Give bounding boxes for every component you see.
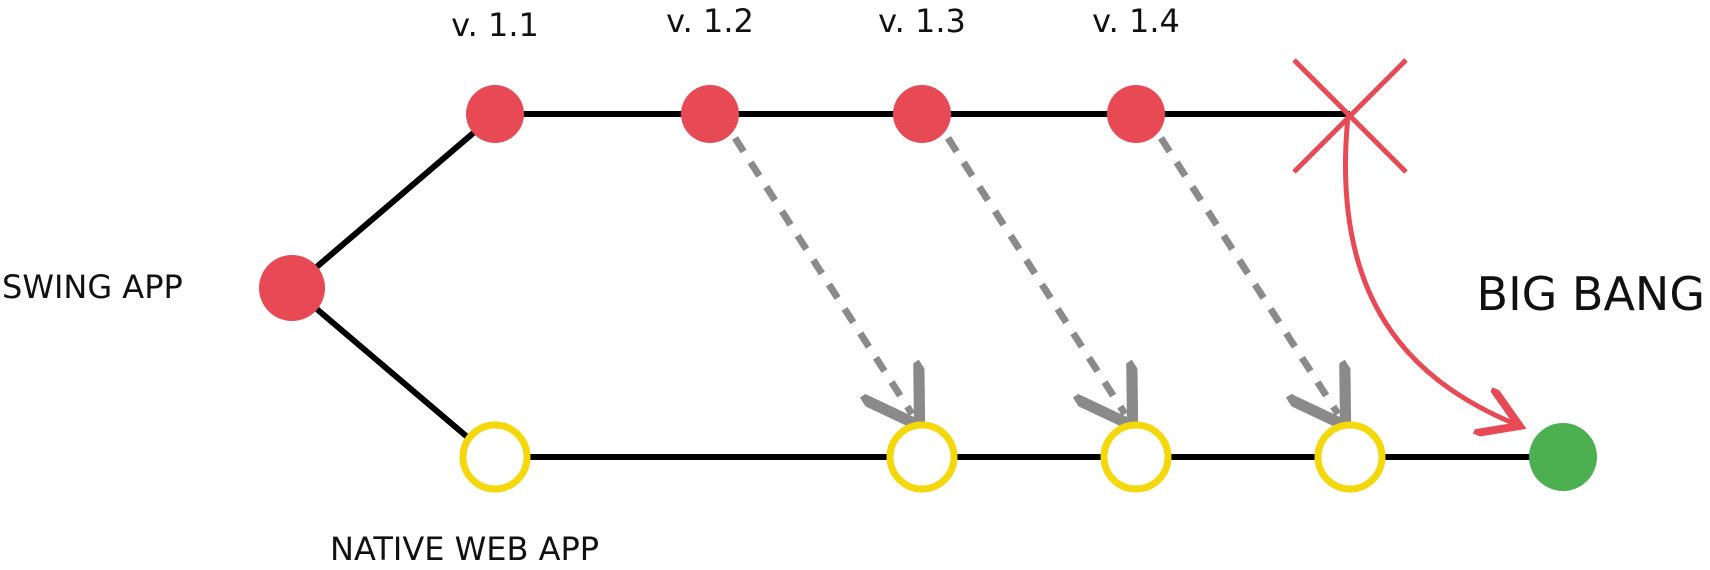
legacy-node-v1-2	[681, 85, 739, 143]
version-label-2: v. 1.2	[666, 2, 754, 40]
web-node-4	[1314, 421, 1386, 493]
legacy-node-v1-1	[466, 85, 524, 143]
version-label-4: v. 1.4	[1092, 2, 1180, 40]
web-node-2	[886, 421, 958, 493]
legacy-node-v1-3	[893, 85, 951, 143]
swing-app-label: SWING APP	[2, 268, 183, 306]
version-label-1: v. 1.1	[451, 6, 539, 44]
fork-line-upper	[290, 114, 494, 291]
web-node-1	[459, 421, 531, 493]
bigbang-label: BIG BANG	[1477, 267, 1705, 321]
web-node-3	[1100, 421, 1172, 493]
fork-line-lower	[290, 285, 494, 461]
legacy-node-v1-4	[1107, 85, 1165, 143]
native-web-app-label: NATIVE WEB APP	[330, 530, 599, 568]
migration-arrow-3	[1158, 136, 1338, 414]
final-web-node	[1529, 423, 1597, 491]
migration-arrow-2	[945, 136, 1125, 414]
migration-arrow-1	[732, 136, 912, 414]
bigbang-arrow	[1342, 115, 1515, 424]
swing-app-node	[259, 255, 325, 321]
version-label-3: v. 1.3	[878, 2, 966, 40]
cancel-x-icon	[1292, 58, 1408, 174]
